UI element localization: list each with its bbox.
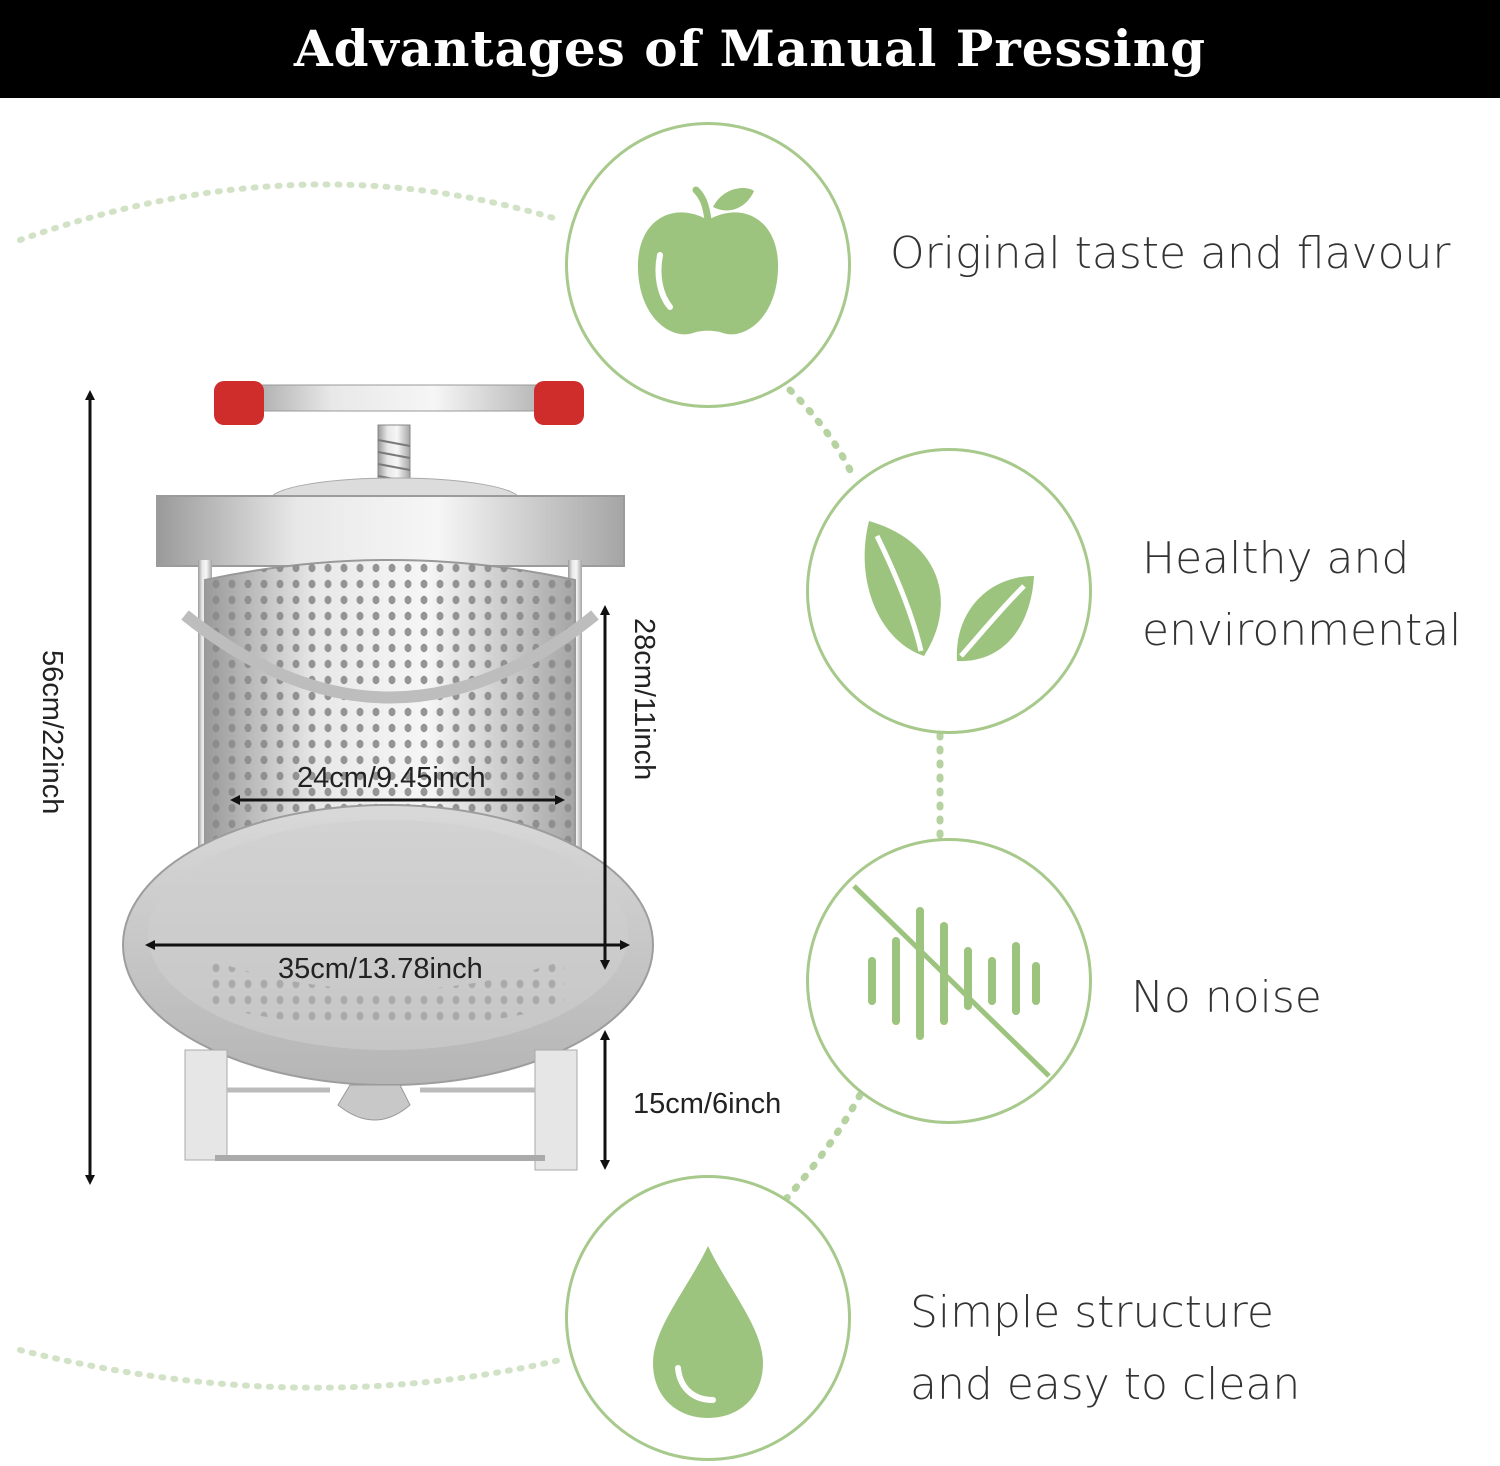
feature-line: and easy to clean — [910, 1359, 1301, 1410]
leg-height-label: 15cm/6inch — [633, 1088, 782, 1120]
leaves-icon — [864, 521, 1034, 662]
feature-line: Original taste and flavour — [890, 228, 1451, 279]
apple-icon — [637, 186, 779, 335]
feature-circle-clean — [565, 1175, 851, 1461]
feature-circle-noise — [806, 838, 1092, 1124]
press-crossbar — [156, 495, 625, 567]
handle-right-grip — [534, 381, 584, 425]
feature-line: No noise — [1131, 972, 1322, 1023]
page-title-banner: Advantages of Manual Pressing — [0, 0, 1500, 98]
feature-circle-healthy — [806, 448, 1092, 734]
page-title: Advantages of Manual Pressing — [293, 19, 1207, 78]
basket-height-label: 28cm/11inch — [628, 618, 660, 781]
feature-line: environmental — [1142, 605, 1462, 656]
feature-text-noise: No noise — [1131, 962, 1322, 1034]
water-drop-icon — [653, 1246, 763, 1418]
feature-text-taste: Original taste and flavour — [890, 218, 1450, 290]
tray-diameter-label: 35cm/13.78inch — [278, 953, 483, 985]
no-noise-icon — [852, 884, 1051, 1078]
feature-text-clean: Simple structure and easy to clean — [910, 1277, 1300, 1421]
feature-line: Simple structure — [910, 1287, 1274, 1338]
handle-left-grip — [214, 381, 264, 425]
total-height-label: 56cm/22inch — [36, 650, 68, 815]
feature-line: Healthy and — [1142, 533, 1410, 584]
basket-diameter-label: 24cm/9.45inch — [297, 762, 486, 794]
feature-text-healthy: Healthy and environmental — [1142, 523, 1461, 667]
feature-circle-taste — [565, 122, 851, 408]
